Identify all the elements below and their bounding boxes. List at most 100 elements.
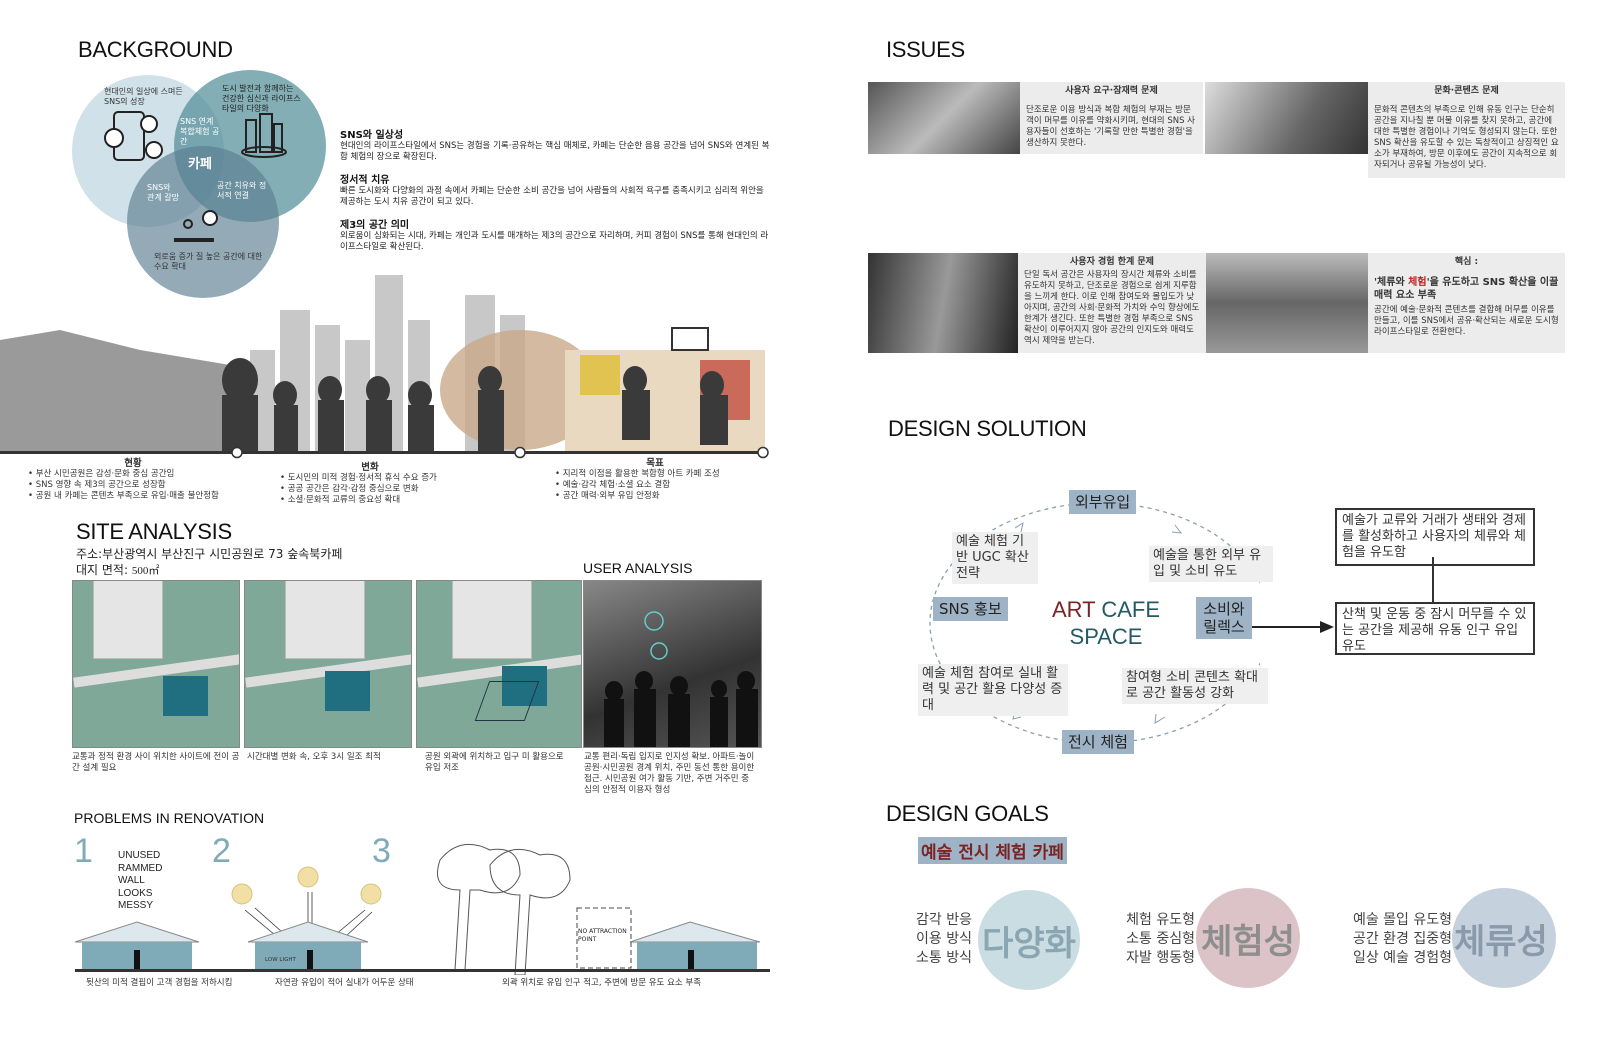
problem-caption-2: 자연광 유입이 적어 실내가 어두운 상태 [275, 978, 414, 988]
timeline-item: 예술·감각 체험·소셜 요소 결합 [562, 480, 671, 490]
goal-line: 감각 반응 [916, 912, 972, 928]
problem-caption-1: 뒷산의 미적 결핍이 고객 경험을 저하시킴 [86, 978, 233, 988]
user-analysis-map [583, 580, 762, 748]
issue-body: 문화적 콘텐츠의 부족으로 인해 유동 인구는 단순히 공간을 지나칠 뿐 머물… [1374, 105, 1559, 170]
no-attraction-label: NO ATTRACTION POINT [578, 928, 627, 943]
center-title: ART CAFE SPACE [1052, 596, 1160, 650]
timeline-item: 공간 매력·외부 유입 안정화 [562, 491, 660, 501]
issue-photo-park-walkers [1205, 82, 1368, 154]
timeline-change: 변화 • 도시민의 미적 경험·정서적 휴식 수요 증가 • 공공 공간은 감각… [280, 462, 460, 506]
goal-line: 자발 행동형 [1126, 950, 1195, 966]
design-solution-title: DESIGN SOLUTION [888, 416, 1087, 441]
venn-center: 카페 [188, 157, 212, 172]
site-panel-sunlight [244, 580, 412, 748]
venn-overlap-12: SNS 연계 복합체험 공간 [180, 117, 220, 146]
para-body-healing: 빠른 도시화와 다양화의 과정 속에서 카페는 단순한 소비 공간을 넘어 사람… [340, 186, 764, 207]
core-headline-pre: '체류와 [1374, 277, 1409, 288]
smartphone-sns-icon [104, 111, 163, 161]
center-art: ART [1052, 597, 1096, 622]
label-indoor-vitality: 예술 체험 참여로 실내 활력 및 공간 활용 다양성 증대 [918, 664, 1068, 716]
goal-line: 이용 방식 [916, 931, 972, 947]
problem-number-2: 2 [212, 832, 231, 870]
site-caption-4: 교통 편리·독립 입지로 인지성 확보. 아파트·놀이공원·시민공원 경계 위치… [584, 752, 755, 795]
issue-body: 단조로운 이용 방식과 복합 체험의 부재는 방문객이 머무를 이유를 약화시키… [1026, 105, 1196, 148]
issue-title: 문화·콘텐츠 문제 [1434, 86, 1499, 96]
timeline-change-title: 변화 [361, 462, 379, 473]
timeline-item: 공원 내 카페는 콘텐츠 부족으로 유입·매출 불안정함 [35, 491, 219, 501]
timeline-item: 도시민의 미적 경험·정서적 휴식 수요 증가 [287, 473, 437, 483]
core-title: 핵심 : [1454, 257, 1479, 267]
timeline-current-title: 현황 [124, 458, 142, 469]
core-headline-post: '을 유도하고 SNS 확산을 이끌 매력 요소 부족 [1374, 277, 1559, 301]
timeline-item: 공공 공간은 감각·감정 중심으로 변화 [287, 484, 419, 494]
sun-icon [231, 866, 382, 905]
core-body: 공간에 예술·문화적 콘텐츠를 결합해 머무를 이유를 만들고, 이를 SNS에… [1374, 305, 1559, 337]
issue-card-culture: 문화·콘텐츠 문제 문화적 콘텐츠의 부족으로 인해 유동 인구는 단순히 공간… [1368, 82, 1565, 178]
center-space: SPACE [1069, 624, 1143, 649]
issue-card-user-needs: 사용자 요구·잠재력 문제 단조로운 이용 방식과 복합 체험의 부재는 방문객… [1020, 82, 1203, 154]
site-caption-2: 시간대별 변화 속, 오후 3시 일조 최적 [247, 752, 381, 762]
timeline-item: 부산 시민공원은 감성·문화 중심 공간임 [35, 469, 175, 479]
timeline-goal: 목표 • 지리적 이점을 활용한 복합형 아트 카페 조성 • 예술·감각 체험… [555, 458, 755, 502]
venn-circle-loneliness [127, 146, 279, 298]
issue-card-experience: 사용자 경험 한계 문제 단일 독서 공간은 사용자의 장시간 체류와 소비를 … [1018, 253, 1206, 353]
cycle-node-exhibition: 전시 체험 [1062, 730, 1134, 754]
goal-line: 예술 몰입 유도형 [1352, 912, 1452, 928]
timeline-current: 현황 • 부산 시민공원은 감성·문화 중심 공간임 • SNS 영향 속 제3… [28, 458, 238, 502]
renovation-sections [74, 843, 770, 975]
issue-card-core: 핵심 : '체류와 체험'을 유도하고 SNS 확산을 이끌 매력 요소 부족 … [1368, 253, 1565, 353]
timeline-item: SNS 영향 속 제3의 공간으로 성장함 [35, 480, 166, 490]
issue-body: 단일 독서 공간은 사용자의 장시간 체류와 소비를 유도하지 못하고, 단조로… [1024, 270, 1200, 346]
site-area: 대지 면적: 500㎡ [76, 561, 159, 578]
site-address: 주소:부산광역시 부산진구 시민공원로 73 숲속북카페 [76, 547, 343, 561]
cycle-node-external-inflow: 외부유입 [1069, 490, 1137, 514]
core-headline-emphasis: 체험 [1408, 277, 1427, 288]
venn-overlap-13: SNS와 관계 갈망 [147, 183, 179, 202]
cycle-node-consume-relax: 소비와 릴렉스 [1196, 597, 1252, 639]
para-body-third-place: 외로움이 심화되는 시대, 카페는 개인과 도시를 매개하는 제3의 공간으로 … [340, 231, 769, 252]
problem-caption-3: 외곽 위치로 유입 인구 적고, 주변에 방문 유도 요소 부족 [502, 978, 702, 988]
goal-circle-diversity: 다양화 [978, 890, 1080, 990]
issues-title: ISSUES [886, 37, 965, 62]
label-art-inflow: 예술을 통한 외부 유입 및 소비 유도 [1149, 546, 1273, 582]
issue-title: 사용자 요구·잠재력 문제 [1065, 86, 1158, 96]
problems-title: PROBLEMS IN RENOVATION [74, 810, 265, 826]
venn-label-3: 외로움 증가 질 높은 공간에 대한 수요 확대 [154, 252, 263, 271]
city-illustration [0, 275, 765, 452]
site-analysis-title: SITE ANALYSIS [76, 519, 232, 544]
label-ugc-strategy: 예술 체험 기반 UGC 확산 전략 [952, 532, 1038, 584]
low-light-label: LOW LIGHT [265, 957, 296, 963]
center-cafe: CAFE [1101, 597, 1161, 622]
goals-subtitle: 예술 전시 체험 카페 [918, 837, 1067, 864]
lonely-bench-icon [174, 210, 218, 242]
goal-line: 공간 환경 집중형 [1352, 931, 1452, 947]
goal-line: 소통 방식 [916, 950, 972, 966]
city-person-icon [241, 113, 287, 158]
solution-box-artist-ecosystem: 예술가 교류와 거래가 생태와 경제를 활성화하고 사용자의 체류와 체험을 유… [1335, 508, 1535, 566]
issue-photo-art-chair [1206, 253, 1368, 353]
timeline-bar [0, 446, 769, 459]
background-paragraphs: SNS와 일상성 현대인의 라이프스타일에서 SNS는 경험을 기록·공유하는 … [340, 118, 770, 253]
site-caption-1: 교통과 정적 환경 사이 위치한 사이트에 전이 공간 설계 필요 [72, 752, 240, 773]
goal-line: 소통 중심형 [1126, 931, 1195, 947]
issue-photo-cafe-interior [868, 82, 1020, 154]
site-area-value: 500㎡ [131, 565, 160, 577]
problem-number-3: 3 [372, 832, 391, 870]
site-caption-3: 공원 외곽에 위치하고 입구 미 활용으로유입 저조 [425, 752, 564, 773]
venn-label-1: 현대인의 일상에 스며든 SNS의 성장 [104, 87, 183, 106]
venn-label-2: 도시 발전과 함께하는 건강한 심신과 라이프스타일의 다양화 [222, 84, 301, 113]
timeline-item: 지리적 이점을 활용한 복합형 아트 카페 조성 [562, 469, 720, 479]
cycle-node-sns-promo: SNS 홍보 [933, 597, 1008, 621]
arrow-right-icon [1252, 621, 1334, 633]
issue-photo-reading-room [868, 253, 1018, 353]
wall-note: UNUSED RAMMED WALL LOOKS MESSY [118, 850, 163, 911]
connector-line [1432, 557, 1434, 603]
para-title-third-place: 제3의 공간 의미 [340, 220, 410, 231]
para-body-sns: 현대인의 라이프스타일에서 SNS는 경험을 기록·공유하는 핵심 매체로, 카… [340, 141, 770, 162]
solution-box-rest-space: 산책 및 운동 중 잠시 머무를 수 있는 공간을 제공해 유동 인구 유입 유… [1335, 602, 1535, 655]
timeline-item: 소셜·문화적 교류의 중요성 확대 [287, 495, 401, 505]
site-panel-traffic [72, 580, 240, 748]
user-analysis-title: USER ANALYSIS [583, 560, 693, 576]
